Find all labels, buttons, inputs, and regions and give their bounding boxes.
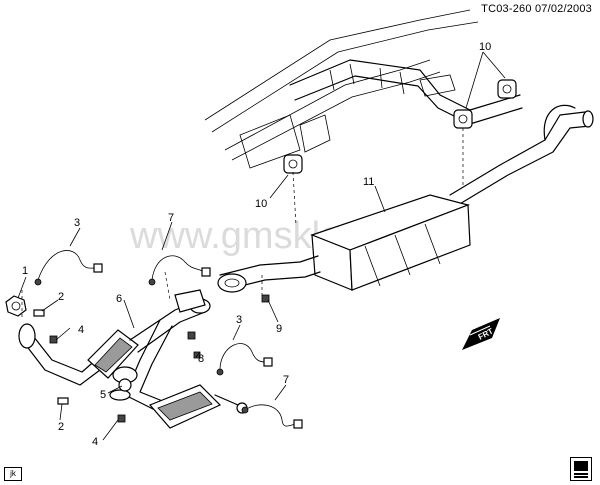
y-pipe-assembly	[18, 289, 248, 429]
callout-4: 4	[92, 436, 98, 448]
callout-6: 6	[116, 293, 122, 305]
callout-2: 2	[58, 421, 64, 433]
frame-rail	[204, 9, 523, 169]
hardware	[5, 294, 270, 423]
callout-10: 10	[255, 198, 267, 210]
callout-5: 5	[100, 389, 106, 401]
tailpipe	[449, 104, 594, 206]
diagram-code: TC03-260 07/02/2003	[481, 3, 592, 15]
intermediate-pipe	[217, 255, 321, 293]
leader-lines	[17, 51, 506, 441]
callout-11: 11	[363, 176, 374, 188]
callout-10: 10	[479, 41, 491, 53]
callout-2: 2	[58, 291, 64, 303]
callout-1: 1	[22, 265, 28, 277]
corner-tag: jk	[4, 467, 22, 481]
callout-7: 7	[283, 374, 289, 386]
book-icon	[570, 457, 592, 481]
oxygen-sensor	[34, 250, 303, 429]
callout-7: 7	[168, 212, 174, 224]
callout-4: 4	[78, 324, 84, 336]
callout-8: 8	[198, 353, 204, 365]
muffler	[310, 194, 471, 291]
forward-arrow-icon	[462, 318, 500, 350]
callout-3: 3	[236, 314, 242, 326]
callout-3: 3	[74, 217, 80, 229]
assembly-lines	[21, 128, 464, 318]
callout-9: 9	[276, 323, 282, 335]
rubber-hanger	[283, 79, 517, 174]
